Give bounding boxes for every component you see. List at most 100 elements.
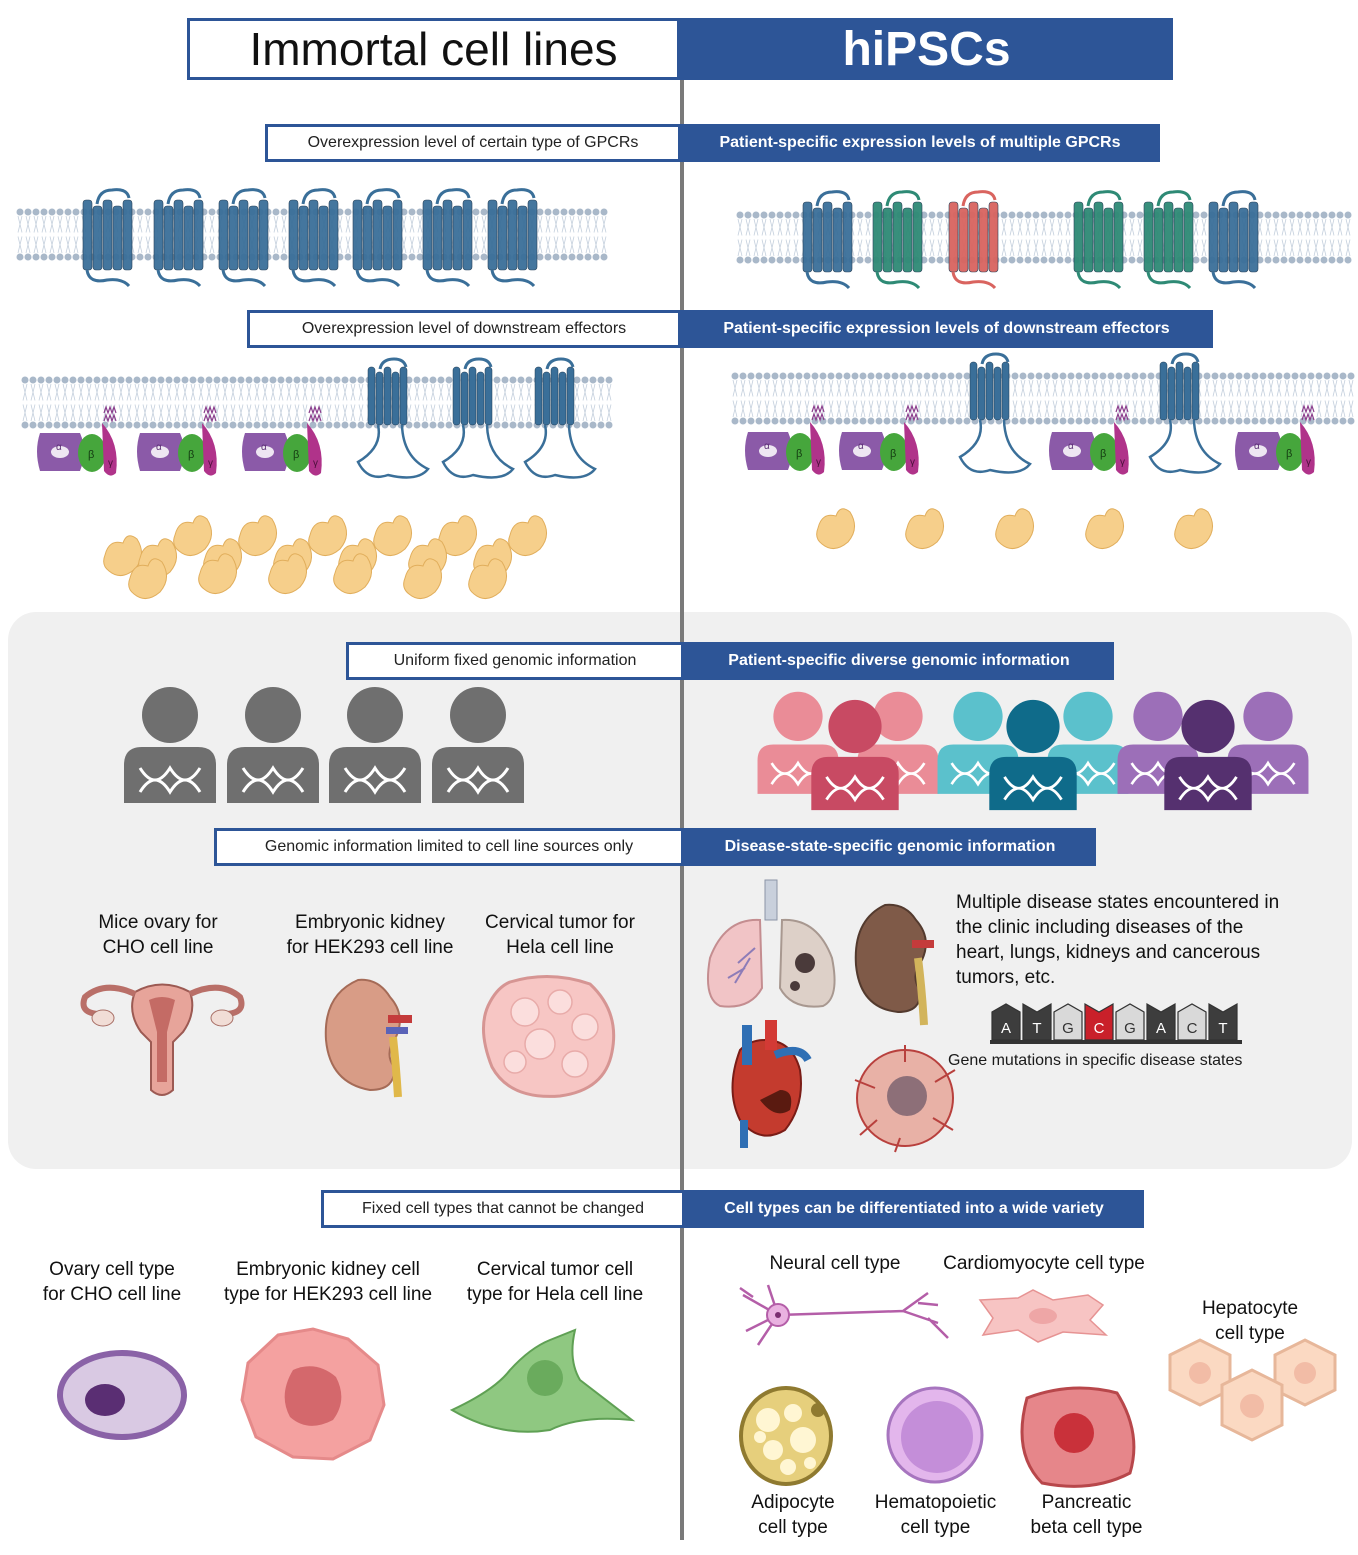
person-icon: [329, 687, 421, 803]
effector-proteins-right: [816, 508, 1213, 549]
g-beta-label: β: [1286, 448, 1292, 460]
g-gamma-label: γ: [910, 457, 915, 468]
caption-pancreatic-line2: beta cell type: [1030, 1517, 1143, 1538]
g-protein-complex: αβγ: [1049, 404, 1129, 475]
effector-protein: [333, 553, 372, 594]
caption-mice-ovary: Mice ovary for CHO cell line: [58, 910, 258, 960]
disease-text-line1: Multiple disease states encountered in: [956, 892, 1280, 913]
caption-pancreatic-line1: Pancreatic: [1041, 1492, 1132, 1513]
label-gpcr-overexpression: Overexpression level of certain type of …: [265, 124, 681, 162]
effector-protein: [905, 508, 944, 549]
dna-base-letter: A: [1001, 1020, 1011, 1037]
gpcr-receptor: [872, 190, 923, 290]
g-protein-complex: αβγ: [137, 405, 217, 476]
dna-base-block: [1084, 1002, 1114, 1041]
gpcr-receptor: [422, 188, 473, 288]
dna-base-letter: T: [1218, 1020, 1227, 1037]
person-icon: [1164, 699, 1252, 811]
caption-embryonic-kidney-line1: Embryonic kidney: [295, 912, 445, 933]
hepatocyte-cell-illustration: [1168, 1338, 1337, 1442]
gpcr-receptor: [948, 190, 999, 290]
g-gamma-label: γ: [1306, 457, 1311, 468]
label-diverse-genomic: Patient-specific diverse genomic informa…: [684, 642, 1114, 680]
effector-protein: [816, 508, 855, 549]
pancreatic-beta-cell-illustration: [1020, 1386, 1136, 1488]
effector-protein: [198, 553, 237, 594]
disease-text-line3: heart, lungs, kidneys and cancerous: [956, 942, 1261, 963]
caption-mice-ovary-line1: Mice ovary for: [98, 912, 218, 933]
dna-base-block: [1208, 1002, 1238, 1041]
diseased-lungs-illustration: [707, 879, 836, 1008]
effector-protein: [995, 508, 1034, 549]
person-icon: [432, 687, 524, 803]
caption-pancreatic: Pancreatic beta cell type: [1014, 1490, 1159, 1540]
caption-neural-cell: Neural cell type: [769, 1253, 901, 1274]
uniform-people-icons: [124, 687, 524, 803]
hematopoietic-cell-illustration: [886, 1386, 984, 1484]
gpcr-receptor-inactive: [1148, 352, 1222, 474]
g-alpha-label: α: [1254, 441, 1260, 452]
g-alpha-label: α: [156, 442, 162, 453]
label-effector-patient-specific: Patient-specific expression levels of do…: [680, 310, 1213, 348]
caption-hela-cell-line1: Cervical tumor cell: [476, 1259, 634, 1280]
caption-hepatocyte-cell: Hepatocyte cell type: [1155, 1296, 1345, 1346]
gpcr-receptor: [487, 188, 538, 288]
cervical-tumor-illustration: [481, 975, 616, 1098]
g-alpha-label: α: [764, 441, 770, 452]
gpcr-receptor-inactive: [441, 357, 515, 479]
person-icon: [124, 687, 216, 803]
disease-states-description: Multiple disease states encountered in t…: [956, 890, 1336, 990]
dna-base-block: [1053, 1003, 1083, 1041]
disease-text-line2: the clinic including diseases of the: [956, 917, 1244, 938]
mutation-caption: Gene mutations in specific disease state…: [948, 1052, 1243, 1069]
person-icon: [811, 699, 899, 811]
caption-adipocyte-line1: Adipocyte: [751, 1492, 835, 1513]
person-icon: [937, 691, 1019, 794]
caption-embryonic-kidney: Embryonic kidney for HEK293 cell line: [265, 910, 475, 960]
label-disease-genomic: Disease-state-specific genomic informati…: [684, 828, 1096, 866]
caption-hek-cell-line1: Embryonic kidney cell: [236, 1259, 420, 1280]
g-gamma-label: γ: [313, 458, 318, 469]
label-effector-overexpression: Overexpression level of downstream effec…: [247, 310, 681, 348]
label-uniform-genomic: Uniform fixed genomic information: [346, 642, 684, 680]
dna-base-block: [1177, 1003, 1207, 1041]
g-gamma-label: γ: [208, 458, 213, 469]
label-cell-line-genomic: Genomic information limited to cell line…: [214, 828, 684, 866]
caption-hematopoietic-line2: cell type: [900, 1517, 971, 1538]
gpcr-receptor: [288, 188, 339, 288]
caption-cervical-tumor: Cervical tumor for Hela cell line: [460, 910, 660, 960]
ovary-illustration: [80, 983, 245, 1096]
g-protein-complex: α β γ: [1235, 404, 1315, 475]
effector-protein: [238, 515, 277, 556]
gpcr-receptor: [1073, 190, 1124, 290]
person-icon: [989, 699, 1077, 811]
effector-protein: [308, 515, 347, 556]
caption-cervical-tumor-line1: Cervical tumor for: [485, 912, 635, 933]
dna-base-letter: C: [1187, 1020, 1198, 1037]
diseased-kidney-illustration: [854, 903, 934, 1026]
gpcr-receptor: [1143, 190, 1194, 290]
caption-hematopoietic-line1: Hematopoietic: [874, 1492, 997, 1513]
effector-protein: [173, 515, 212, 556]
adipocyte-cell-illustration: [739, 1386, 833, 1486]
gpcr-receptor: [153, 188, 204, 288]
label-fixed-cell-types: Fixed cell types that cannot be changed: [321, 1190, 685, 1228]
caption-embryonic-kidney-line2: for HEK293 cell line: [286, 937, 454, 958]
caption-mice-ovary-line2: CHO cell line: [102, 937, 214, 958]
g-protein-complex: αβγ: [242, 405, 322, 476]
g-beta-label: β: [88, 449, 94, 461]
neural-cell-illustration: [739, 1284, 949, 1346]
gpcr-receptor-inactive: [958, 352, 1032, 474]
effector-protein: [373, 515, 412, 556]
dna-base-block: [1146, 1002, 1176, 1041]
g-protein-complex: αβγ: [839, 404, 919, 475]
left-column-title: Immortal cell lines: [187, 18, 680, 80]
caption-adipocyte: Adipocyte cell type: [728, 1490, 858, 1540]
g-gamma-label: γ: [1120, 457, 1125, 468]
diverse-people-icons: [757, 691, 1309, 811]
caption-hematopoietic: Hematopoietic cell type: [858, 1490, 1013, 1540]
label-differentiated-cell-types: Cell types can be differentiated into a …: [684, 1190, 1144, 1228]
person-icon: [227, 687, 319, 803]
caption-hela-cell: Cervical tumor cell type for Hela cell l…: [445, 1257, 665, 1307]
